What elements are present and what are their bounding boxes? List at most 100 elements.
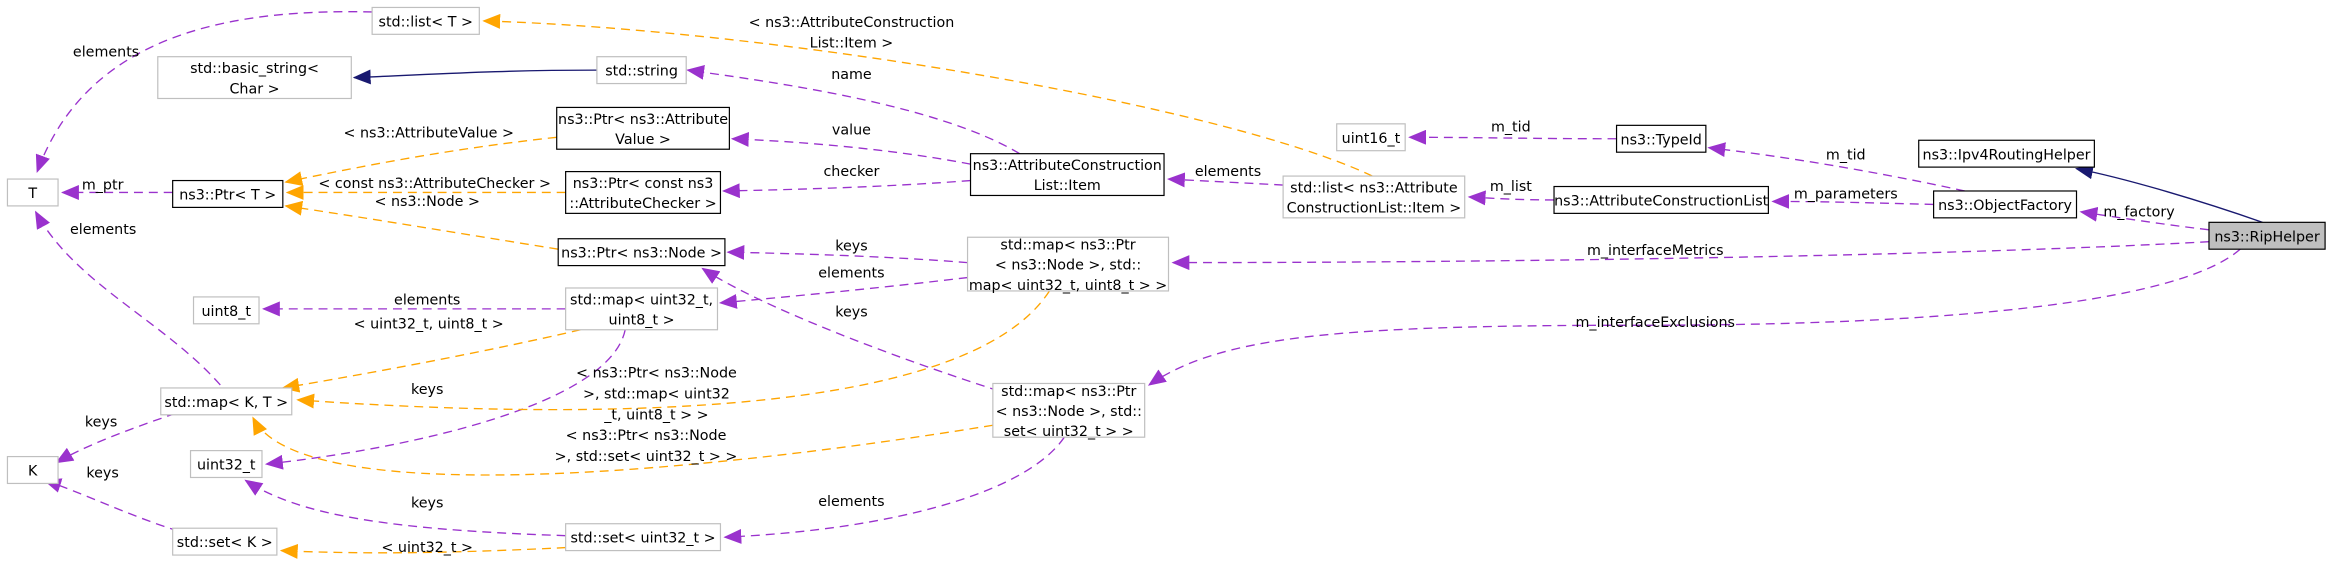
node-map-u32-u8[interactable]: std::map< uint32_t,uint8_t >	[565, 287, 719, 331]
node-label-line: std::basic_string<	[190, 61, 319, 77]
node-label-line: std::map< K, T >	[164, 395, 288, 411]
node-rip-helper[interactable]: ns3::RipHelper	[2208, 221, 2326, 250]
node-label: std::map< K, T >	[164, 395, 288, 411]
node-box	[992, 382, 1146, 438]
node-map-metrics[interactable]: std::map< ns3::Ptr< ns3::Node >, std::ma…	[966, 236, 1170, 294]
edge-label-line: name	[831, 67, 872, 83]
node-label-line: ns3::Ptr< T >	[179, 188, 276, 204]
node-box	[556, 106, 730, 150]
edge-label-line: >, std::set< uint32_t > >	[555, 449, 738, 465]
edge-label-factory-typeid: m_tid	[1826, 148, 1866, 164]
edge-typeid-uint16	[1408, 129, 1617, 145]
node-set-k[interactable]: std::set< K >	[172, 527, 278, 556]
node-label-line: ns3::RipHelper	[2214, 229, 2319, 245]
node-box	[1918, 139, 2095, 168]
edge-label-checker-ptrt: < const ns3::AttributeChecker >	[318, 176, 551, 192]
edge-label-excl-node: keys	[835, 304, 867, 320]
edge-label-mapu-uint32: keys	[411, 382, 443, 398]
edge-item-value	[730, 131, 971, 165]
node-label-line: std::map< ns3::Ptr	[1001, 384, 1136, 400]
node-ptr-t[interactable]: ns3::Ptr< T >	[172, 179, 284, 208]
node-string[interactable]: std::string	[596, 56, 687, 85]
edge-label-line: checker	[823, 164, 879, 180]
node-box	[6, 455, 59, 485]
node-label-line: ns3::ObjectFactory	[1938, 198, 2072, 214]
node-label-line: ns3::TypeId	[1621, 132, 1702, 148]
node-uint8[interactable]: uint8_t	[192, 296, 260, 325]
edge-label-ptrt-t: m_ptr	[82, 177, 124, 193]
node-ptr-attr-checker[interactable]: ns3::Ptr< const ns3::AttributeChecker >	[565, 170, 722, 214]
node-box	[6, 178, 59, 207]
node-label: std::map< ns3::Ptr< ns3::Node >, std::ma…	[969, 238, 1167, 294]
node-label-line: uint32_t	[197, 458, 256, 474]
node-ipv4-helper[interactable]: ns3::Ipv4RoutingHelper	[1918, 139, 2095, 168]
node-label-line: < ns3::Node >, std::	[996, 404, 1142, 420]
node-list-t[interactable]: std::list< T >	[371, 6, 480, 35]
edge-label-line: elements	[394, 292, 460, 308]
node-label-line: ConstructionList::Item >	[1287, 201, 1462, 217]
edge-label-line: elements	[70, 222, 136, 238]
node-box	[2208, 221, 2326, 250]
edge-label-mapkt-t: elements	[70, 222, 136, 238]
edge-label-mapu-uint8: elements	[394, 292, 460, 308]
node-box	[596, 56, 687, 85]
node-label-line: T	[27, 186, 37, 202]
node-ptr-node[interactable]: ns3::Ptr< ns3::Node >	[557, 238, 726, 267]
node-box	[1553, 185, 1769, 214]
edge-listitem-listt	[482, 13, 1373, 177]
node-box	[1615, 124, 1707, 153]
node-box	[192, 296, 260, 325]
edge-label-line: value	[832, 122, 871, 138]
edge-label-listitem-item: elements	[1195, 164, 1261, 180]
node-k[interactable]: K	[6, 455, 59, 485]
edge-label-node-ptrt: < ns3::Node >	[374, 194, 479, 210]
node-set-u32[interactable]: std::set< uint32_t >	[565, 523, 722, 552]
node-label-line: < ns3::Node >, std::	[995, 258, 1141, 274]
node-label-line: std::list< T >	[379, 14, 473, 30]
edge-label-list-listitem: m_list	[1490, 179, 1532, 195]
node-label: std::list< T >	[379, 14, 473, 30]
node-label: std::set< K >	[177, 535, 273, 551]
node-label-line: uint8_t >	[609, 313, 675, 329]
node-attr-cons-list[interactable]: ns3::AttributeConstructionList	[1553, 185, 1769, 214]
node-label: ns3::Ipv4RoutingHelper	[1923, 147, 2091, 163]
node-box	[172, 179, 284, 208]
edge-excl-set	[723, 436, 1065, 544]
edge-label-metrics-map: elements	[818, 266, 884, 282]
node-label-line: std::list< ns3::Attribute	[1290, 180, 1458, 196]
node-map-kt[interactable]: std::map< K, T >	[160, 387, 293, 416]
edge-rip-factory	[2079, 206, 2210, 231]
edge-label-typeid-uint16: m_tid	[1491, 119, 1531, 135]
node-box	[1282, 175, 1466, 219]
node-map-exclusions[interactable]: std::map< ns3::Ptr< ns3::Node >, std::se…	[992, 382, 1146, 440]
edge-label-line: keys	[835, 304, 867, 320]
node-label-line: map< uint32_t, uint8_t > >	[969, 278, 1167, 294]
node-object-factory[interactable]: ns3::ObjectFactory	[1933, 190, 2078, 219]
node-box	[157, 56, 352, 100]
node-box	[1933, 190, 2078, 219]
node-label-line: K	[28, 464, 38, 480]
node-label-line: ns3::Ptr< const ns3	[573, 176, 714, 192]
edge-label-line: m_tid	[1826, 148, 1866, 164]
edge-label-rip-exclusions: m_interfaceExclusions	[1576, 315, 1735, 331]
edge-label-line: m_ptr	[82, 177, 124, 193]
edge-label-line: elements	[1195, 164, 1261, 180]
node-uint32[interactable]: uint32_t	[189, 450, 263, 479]
node-typeid[interactable]: ns3::TypeId	[1615, 124, 1707, 153]
edge-label-line: < ns3::AttributeConstruction	[749, 15, 955, 31]
edge-mapu-uint32	[264, 329, 626, 470]
node-basic-string[interactable]: std::basic_string<Char >	[157, 56, 352, 100]
node-box	[565, 523, 722, 552]
node-box	[371, 6, 480, 35]
edge-mapkt-k	[55, 412, 176, 464]
node-box	[557, 238, 726, 267]
edge-label-excl-set: elements	[818, 494, 884, 510]
node-uint16[interactable]: uint16_t	[1336, 123, 1406, 152]
node-t[interactable]: T	[6, 178, 59, 207]
edge-rip-exclusions	[1147, 248, 2241, 386]
edge-label-line: elements	[73, 45, 139, 61]
